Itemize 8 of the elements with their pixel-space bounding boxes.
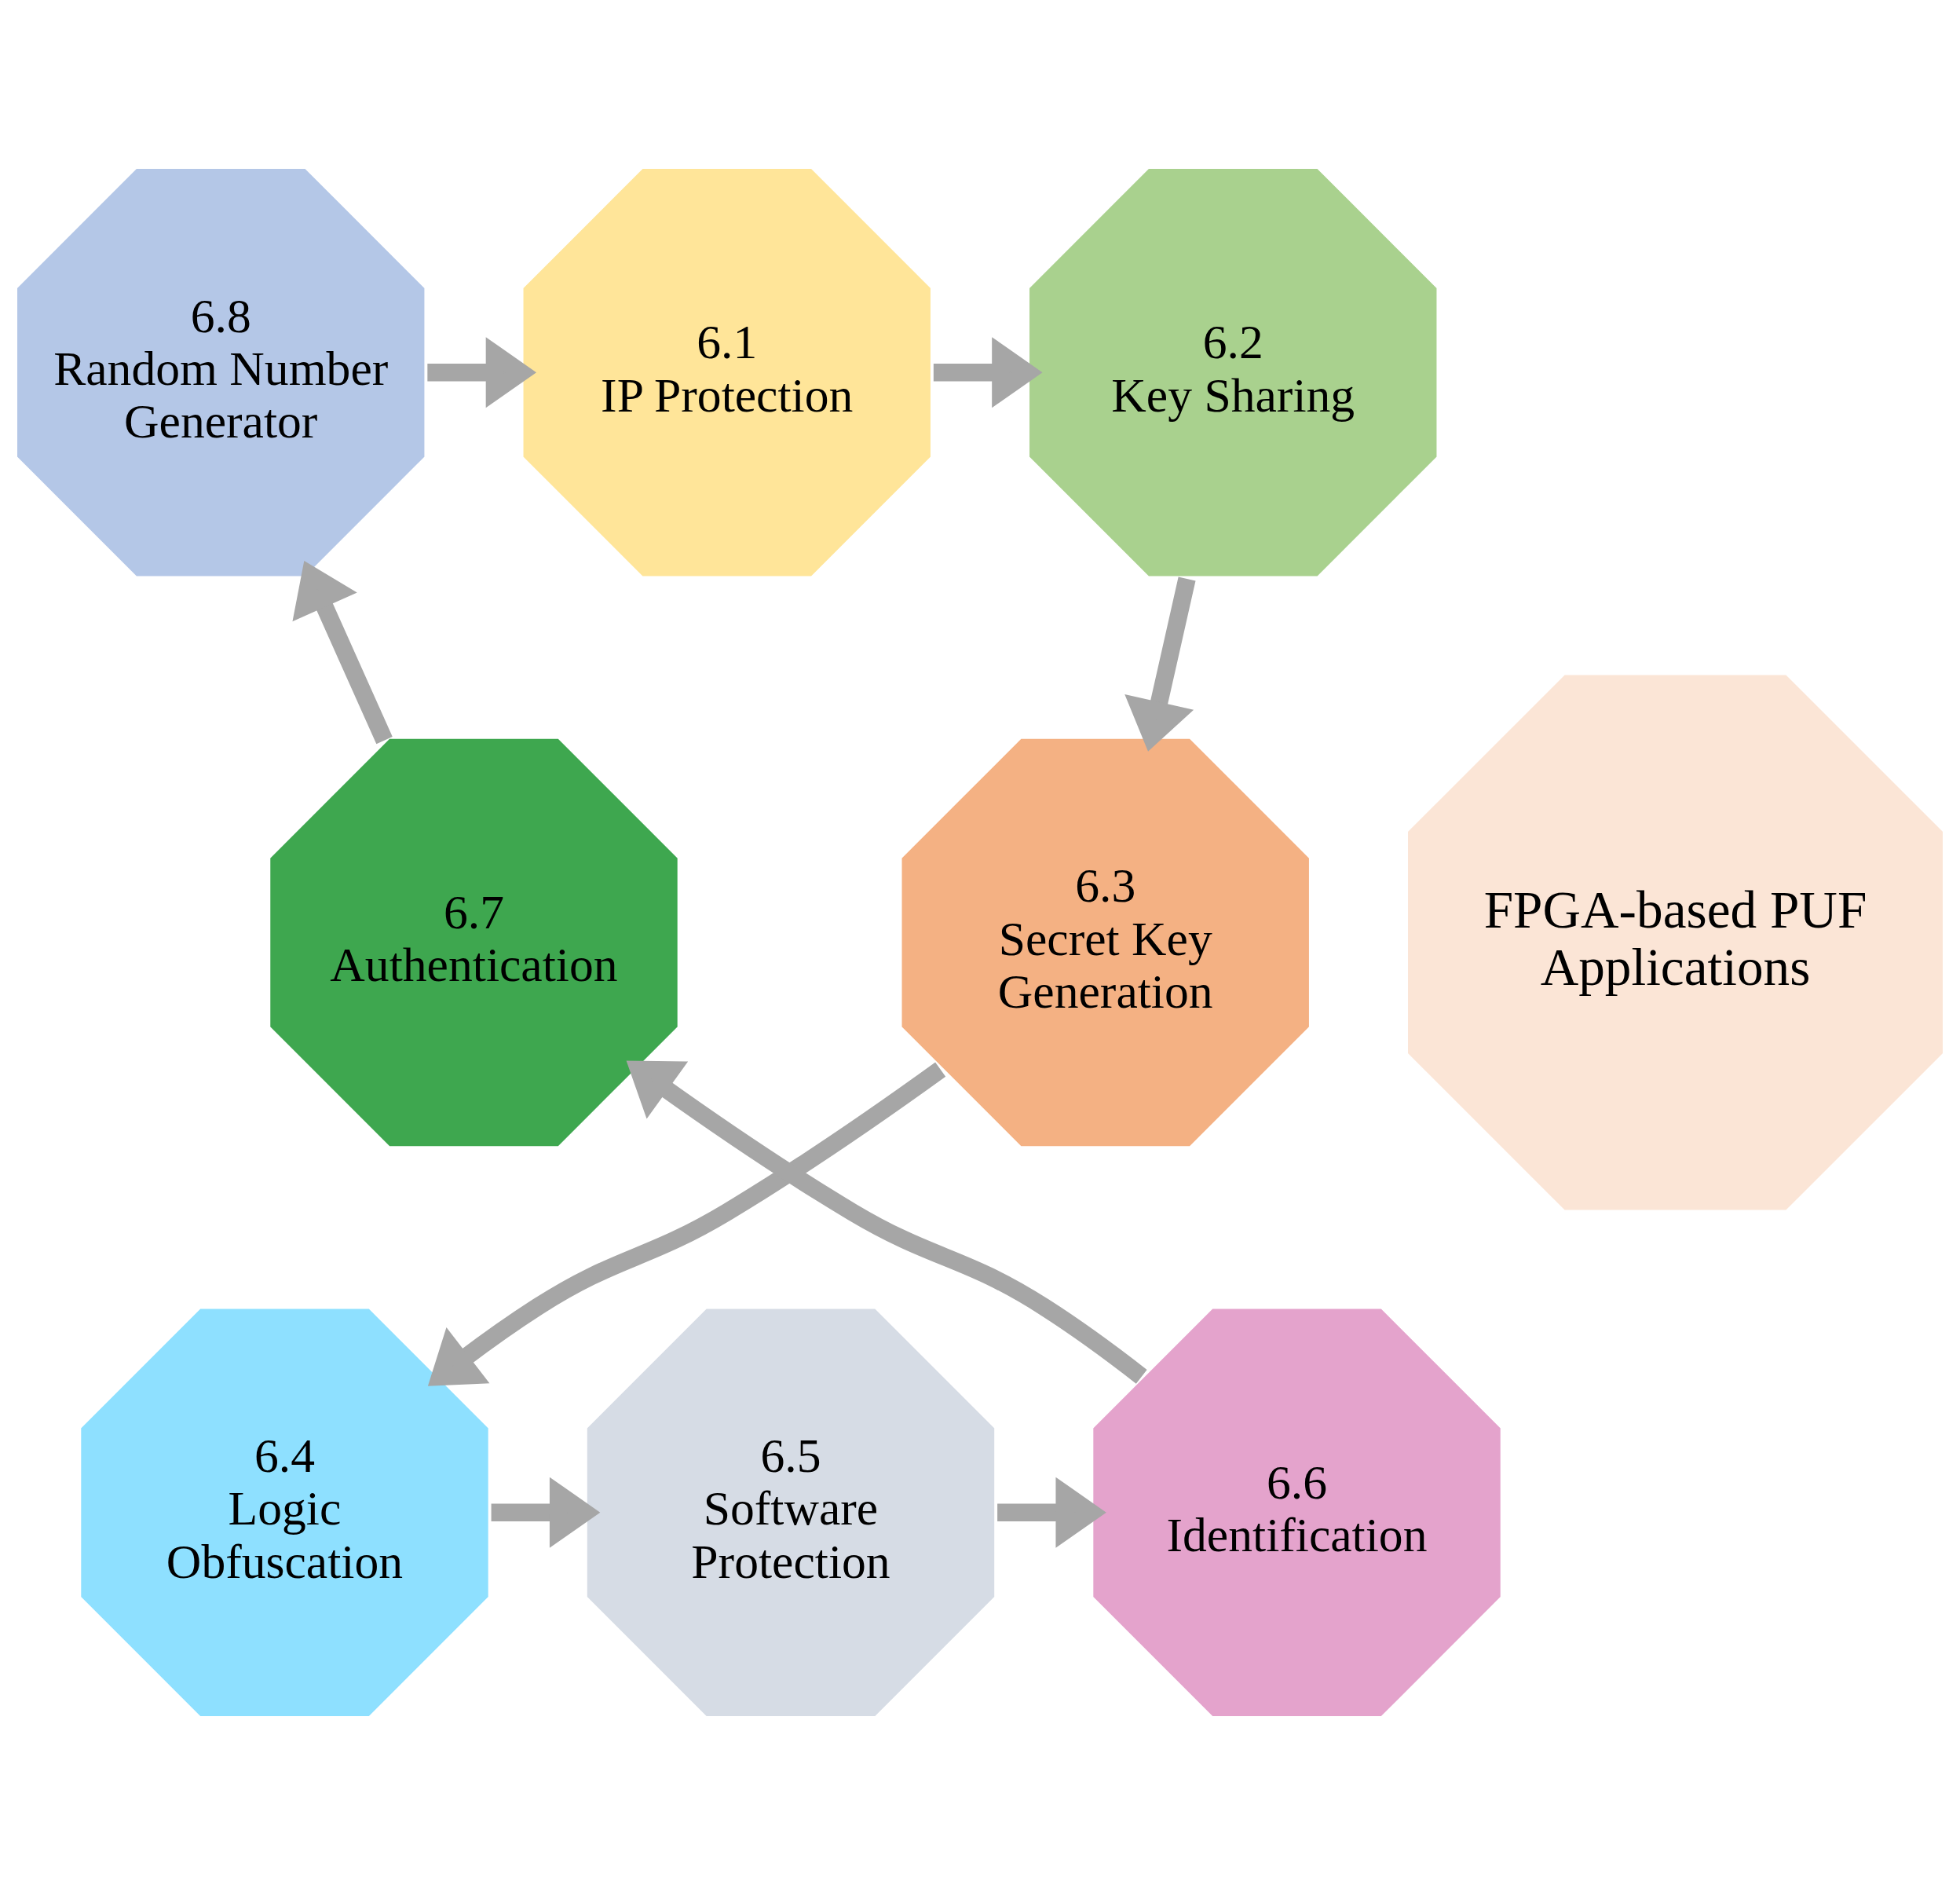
arrow	[292, 561, 393, 745]
arrow	[491, 1477, 601, 1548]
arrow	[427, 337, 537, 408]
arrow	[1124, 576, 1196, 752]
arrow	[626, 1060, 1147, 1384]
arrow	[997, 1477, 1106, 1548]
arrow	[427, 1062, 946, 1386]
arrow	[933, 337, 1043, 408]
